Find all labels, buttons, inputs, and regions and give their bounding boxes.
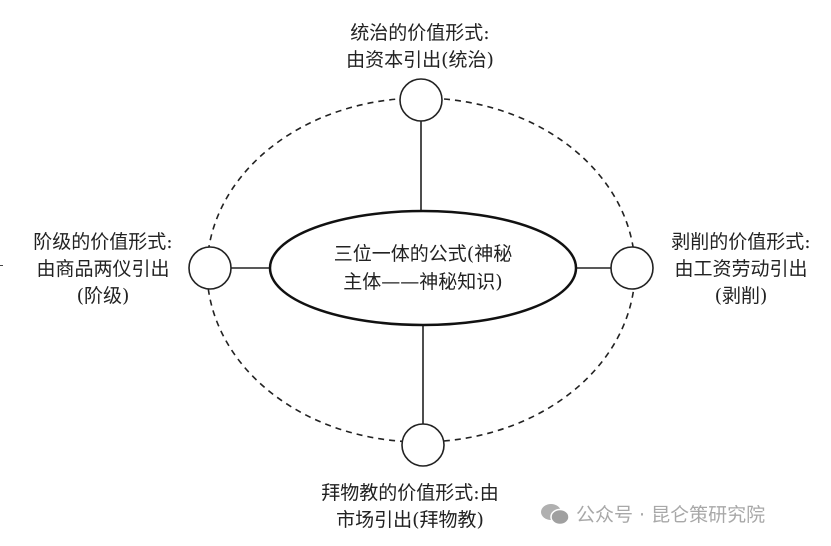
- bottom-label-line1: 拜物教的价值形式:由: [321, 482, 499, 504]
- node-bottom: [401, 423, 445, 467]
- bottom-label: 拜物教的价值形式:由 市场引出(拜物教): [300, 480, 520, 534]
- wechat-icon: [541, 503, 570, 525]
- right-label-line1: 剥削的价值形式:: [671, 231, 811, 253]
- watermark: 公众号 · 昆仑策研究院: [540, 500, 765, 527]
- center-label-line1: 三位一体的公式(神秘: [333, 243, 513, 265]
- node-right: [610, 246, 654, 290]
- edge-tick: [0, 265, 3, 266]
- left-label-line1: 阶级的价值形式:: [33, 231, 173, 253]
- top-label: 统治的价值形式: 由资本引出(统治): [320, 20, 520, 74]
- node-top: [399, 78, 443, 122]
- right-label: 剥削的价值形式: 由工资劳动引出 (剥削): [656, 229, 826, 310]
- central-ellipse: [268, 209, 578, 327]
- top-label-line1: 统治的价值形式:: [350, 22, 490, 44]
- node-left: [188, 246, 232, 290]
- bottom-label-line2: 市场引出(拜物教): [336, 509, 484, 531]
- center-label: 三位一体的公式(神秘 主体——神秘知识): [290, 240, 556, 296]
- right-label-line2: 由工资劳动引出: [674, 258, 808, 280]
- right-label-line3: (剥削): [714, 285, 768, 307]
- watermark-text: 公众号 · 昆仑策研究院: [576, 504, 766, 526]
- left-label: 阶级的价值形式: 由商品两仪引出 (阶级): [18, 229, 188, 310]
- left-label-line3: (阶级): [76, 285, 130, 307]
- left-label-line2: 由商品两仪引出: [36, 258, 170, 280]
- top-label-line2: 由资本引出(统治): [346, 49, 494, 71]
- center-label-line2: 主体——神秘知识): [343, 271, 503, 293]
